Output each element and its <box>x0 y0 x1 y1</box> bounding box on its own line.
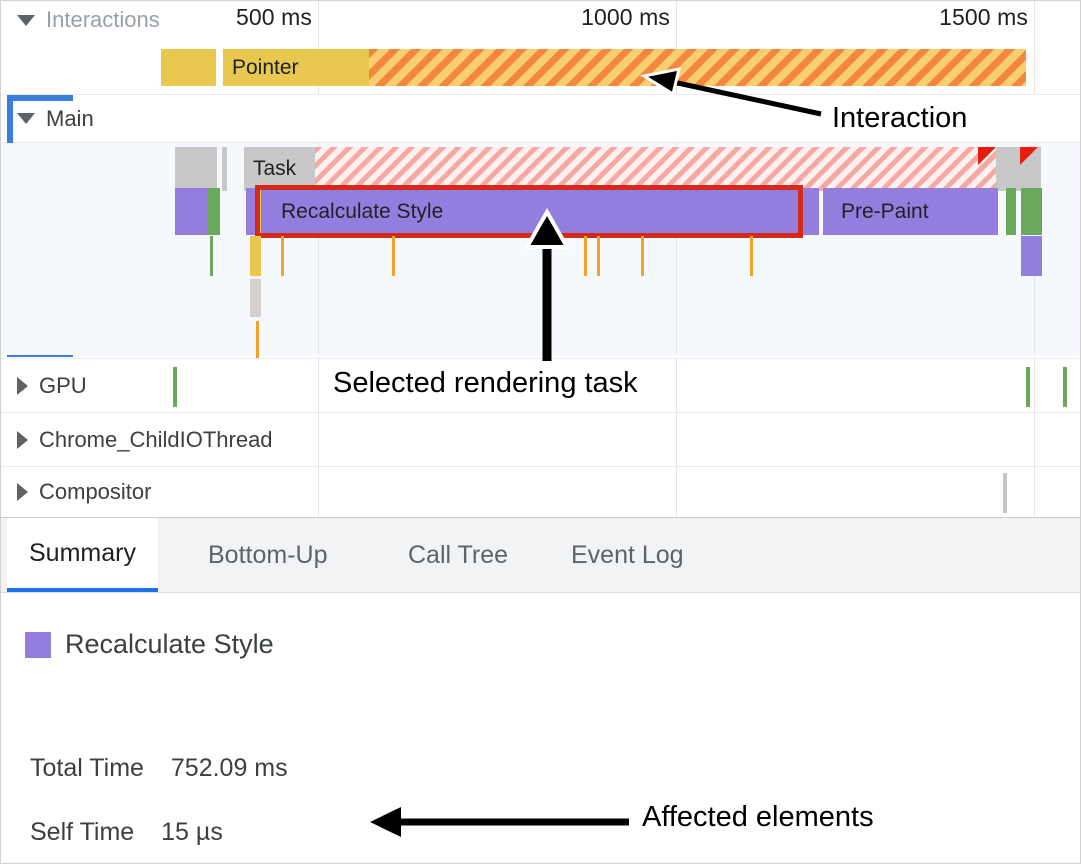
tab-event-log[interactable]: Event Log <box>571 540 684 569</box>
track-label-interactions: Interactions <box>46 7 160 32</box>
grid-line <box>1034 359 1035 412</box>
summary-event-title: Recalculate Style <box>25 629 274 660</box>
track-header-main[interactable]: Main <box>1 95 1080 143</box>
selected-task-annotation: Selected rendering task <box>333 367 638 399</box>
interaction-block-label: Pointer <box>232 55 299 79</box>
gpu-event-tick[interactable] <box>173 367 177 407</box>
chevron-right-icon[interactable] <box>17 482 28 501</box>
ruler-label-1000ms: 1000 ms <box>581 4 670 30</box>
divider <box>1 94 1080 95</box>
track-header-compositor[interactable]: Compositor <box>1 467 1080 516</box>
details-pane: Summary Bottom-Up Call Tree Event Log Re… <box>1 517 1080 863</box>
ruler-tick <box>1034 1 1035 39</box>
interactions-lane[interactable]: Pointer <box>1 39 1080 94</box>
flame-block-label: Pre-Paint <box>841 199 929 223</box>
summary-label-total-time: Total Time <box>30 754 144 782</box>
interaction-block-striped[interactable] <box>369 49 1026 86</box>
grid-line <box>318 413 319 466</box>
grid-line <box>318 467 319 516</box>
track-header-gpu[interactable]: GPU <box>1 359 1080 412</box>
warning-triangle-icon <box>978 147 996 165</box>
flame-block[interactable] <box>175 188 207 235</box>
grid-line <box>318 143 319 355</box>
details-tabbar[interactable]: Summary Bottom-Up Call Tree Event Log <box>1 518 1080 593</box>
chevron-right-icon[interactable] <box>17 430 28 449</box>
divider <box>1 358 1080 359</box>
gpu-event-tick[interactable] <box>1063 367 1067 407</box>
flame-block[interactable] <box>1006 188 1016 235</box>
event-tick[interactable] <box>210 236 213 276</box>
event-tick[interactable] <box>256 321 259 361</box>
chevron-down-icon[interactable] <box>17 113 35 124</box>
event-tick[interactable] <box>250 236 261 276</box>
track-label-main: Main <box>46 105 94 131</box>
event-tick[interactable] <box>392 236 395 276</box>
grid-line <box>1034 39 1035 94</box>
grid-line <box>1034 413 1035 466</box>
tab-summary[interactable]: Summary <box>7 518 158 592</box>
summary-event-name: Recalculate Style <box>65 629 274 659</box>
event-tick[interactable] <box>250 279 261 317</box>
grid-line <box>676 359 677 412</box>
event-tick[interactable] <box>641 236 644 276</box>
summary-label-self-time: Self Time <box>30 818 135 846</box>
flame-block[interactable] <box>207 188 220 235</box>
main-track-body[interactable]: Task Recalculate Style Pre-Paint <box>1 143 1080 361</box>
warning-triangle-icon <box>1020 147 1038 165</box>
ruler-label-1500ms: 1500 ms <box>939 4 1028 30</box>
event-color-swatch <box>25 631 51 658</box>
event-tick[interactable] <box>597 236 600 276</box>
summary-row-total-time: Total Time 752.09 ms <box>30 754 288 783</box>
grid-line <box>676 413 677 466</box>
event-tick[interactable] <box>750 236 753 276</box>
track-selection-bracket <box>7 95 73 101</box>
track-header-childiothread[interactable]: Chrome_ChildIOThread <box>1 413 1080 466</box>
summary-value-total-time: 752.09 ms <box>170 754 288 782</box>
affected-elements-annotation: Affected elements <box>642 801 874 833</box>
grid-line <box>676 143 677 355</box>
summary-value-self-time: 15 µs <box>161 818 223 846</box>
flame-block[interactable] <box>175 147 217 191</box>
ruler-label-500ms: 500 ms <box>235 4 312 30</box>
interaction-block-pointer[interactable]: Pointer <box>223 49 369 86</box>
track-label-compositor: Compositor <box>39 478 152 504</box>
grid-line <box>318 359 319 412</box>
timeline-flamechart[interactable]: 500 ms 1000 ms 1500 ms Interactions Poin… <box>1 1 1080 517</box>
track-label-gpu: GPU <box>39 372 87 398</box>
event-tick[interactable] <box>281 236 284 276</box>
ruler-tick <box>318 1 319 39</box>
event-tick[interactable] <box>1021 236 1042 276</box>
track-header-interactions[interactable]: Interactions <box>1 1 181 39</box>
summary-row-self-time: Self Time 15 µs <box>30 818 223 847</box>
divider <box>1 412 1080 413</box>
flame-block[interactable] <box>246 188 255 235</box>
grid-line <box>1034 467 1035 516</box>
divider <box>1 466 1080 467</box>
gpu-event-tick[interactable] <box>1026 367 1030 407</box>
flame-block[interactable] <box>1021 188 1042 235</box>
chevron-right-icon[interactable] <box>17 376 28 395</box>
compositor-event-tick[interactable] <box>1003 473 1007 513</box>
flame-block-label: Recalculate Style <box>281 199 444 223</box>
chevron-down-icon[interactable] <box>17 14 35 26</box>
event-tick[interactable] <box>584 236 587 276</box>
flame-block-label: Task <box>253 157 297 180</box>
flame-block[interactable] <box>222 147 227 191</box>
interaction-block[interactable] <box>161 49 216 86</box>
tab-call-tree[interactable]: Call Tree <box>408 540 509 569</box>
long-task-warning-overlay <box>315 147 996 191</box>
grid-line <box>676 467 677 516</box>
track-label-childiothread: Chrome_ChildIOThread <box>39 426 273 452</box>
ruler-tick <box>676 1 677 39</box>
selected-event-outline <box>255 185 803 238</box>
flame-block-pre-paint[interactable]: Pre-Paint <box>823 188 998 235</box>
interaction-annotation: Interaction <box>832 102 968 134</box>
tab-bottom-up[interactable]: Bottom-Up <box>208 540 328 569</box>
